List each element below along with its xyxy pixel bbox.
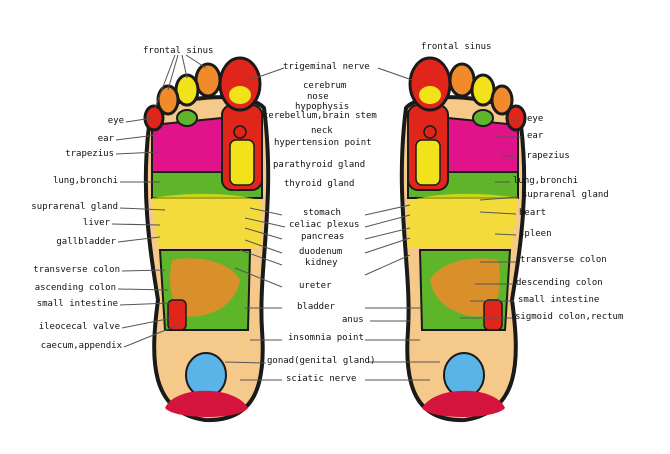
label-right-ear: ear	[527, 131, 544, 141]
label-right-transverse-colon: transverse colon	[520, 255, 607, 265]
leader-lines	[111, 54, 522, 381]
label-right-eye: eye	[527, 114, 544, 124]
label-left-caecum-appendix: caecum,appendix	[40, 341, 122, 351]
label-left-trapezius: trapezius	[65, 149, 114, 159]
left-foot	[143, 56, 271, 423]
label-trigeminal-nerve: trigeminal nerve	[283, 62, 370, 72]
label-right-heart: heart	[519, 208, 547, 218]
label-insomnia-point: insomnia point	[288, 333, 364, 343]
label-gonad: gonad(genital gland)	[267, 356, 376, 366]
label-neck: neck	[311, 126, 333, 136]
label-cerebrum: cerebrum	[303, 81, 347, 91]
label-left-gallbladder: gallbladder	[56, 237, 116, 247]
label-pancreas: pancreas	[301, 232, 345, 242]
label-kidney: kidney	[305, 258, 338, 268]
label-sciatic-nerve: sciatic nerve	[286, 374, 357, 384]
label-left-ileocecal-valve: ileocecal valve	[38, 322, 120, 332]
label-hypertension-point: hypertension point	[274, 138, 372, 148]
label-right-sigmoid-colon-rectum: sigmoid colon,rectum	[515, 312, 624, 322]
label-anus: anus	[342, 315, 364, 325]
label-left-suprarenal-gland: suprarenal gland	[31, 202, 118, 212]
label-hypophysis: hypophysis	[295, 102, 350, 112]
label-left-ascending-colon: ascending colon	[34, 283, 116, 293]
label-left-lung-bronchi: lung,bronchi	[52, 176, 118, 186]
label-right-suprarenal-gland: suprarenal gland	[522, 190, 609, 200]
right-foot	[399, 56, 527, 423]
label-right-spleen: spleen	[519, 229, 552, 239]
label-right-trapezius: trapezius	[521, 151, 570, 161]
label-left-small-intestine: small intestine	[36, 299, 118, 309]
label-right-frontal-sinus: frontal sinus	[421, 42, 492, 52]
label-celiac-plexus: celiac plexus	[289, 220, 360, 230]
label-duodenum: duodenum	[299, 247, 343, 257]
label-nose: nose	[307, 92, 329, 102]
label-left-transverse-colon: transverse colon	[33, 265, 120, 275]
label-left-ear: ear	[97, 134, 114, 144]
label-right-lung-bronchi: lung,bronchi	[513, 176, 579, 186]
label-right-descending-colon: descending colon	[516, 278, 603, 288]
label-left-frontal-sinus: frontal sinus	[143, 46, 214, 56]
label-thyroid-gland: thyroid gland	[284, 179, 355, 189]
label-left-eye: eye	[107, 116, 124, 126]
label-parathyroid-gland: parathyroid gland	[273, 160, 366, 170]
label-right-small-intestine: small intestine	[518, 295, 600, 305]
label-stomach: stomach	[303, 208, 341, 218]
label-bladder: bladder	[297, 302, 335, 312]
label-ureter: ureter	[299, 281, 332, 291]
label-left-liver: liver	[82, 218, 110, 228]
label-cerebellum-brain-stem: cerebellum,brain stem	[263, 111, 377, 121]
